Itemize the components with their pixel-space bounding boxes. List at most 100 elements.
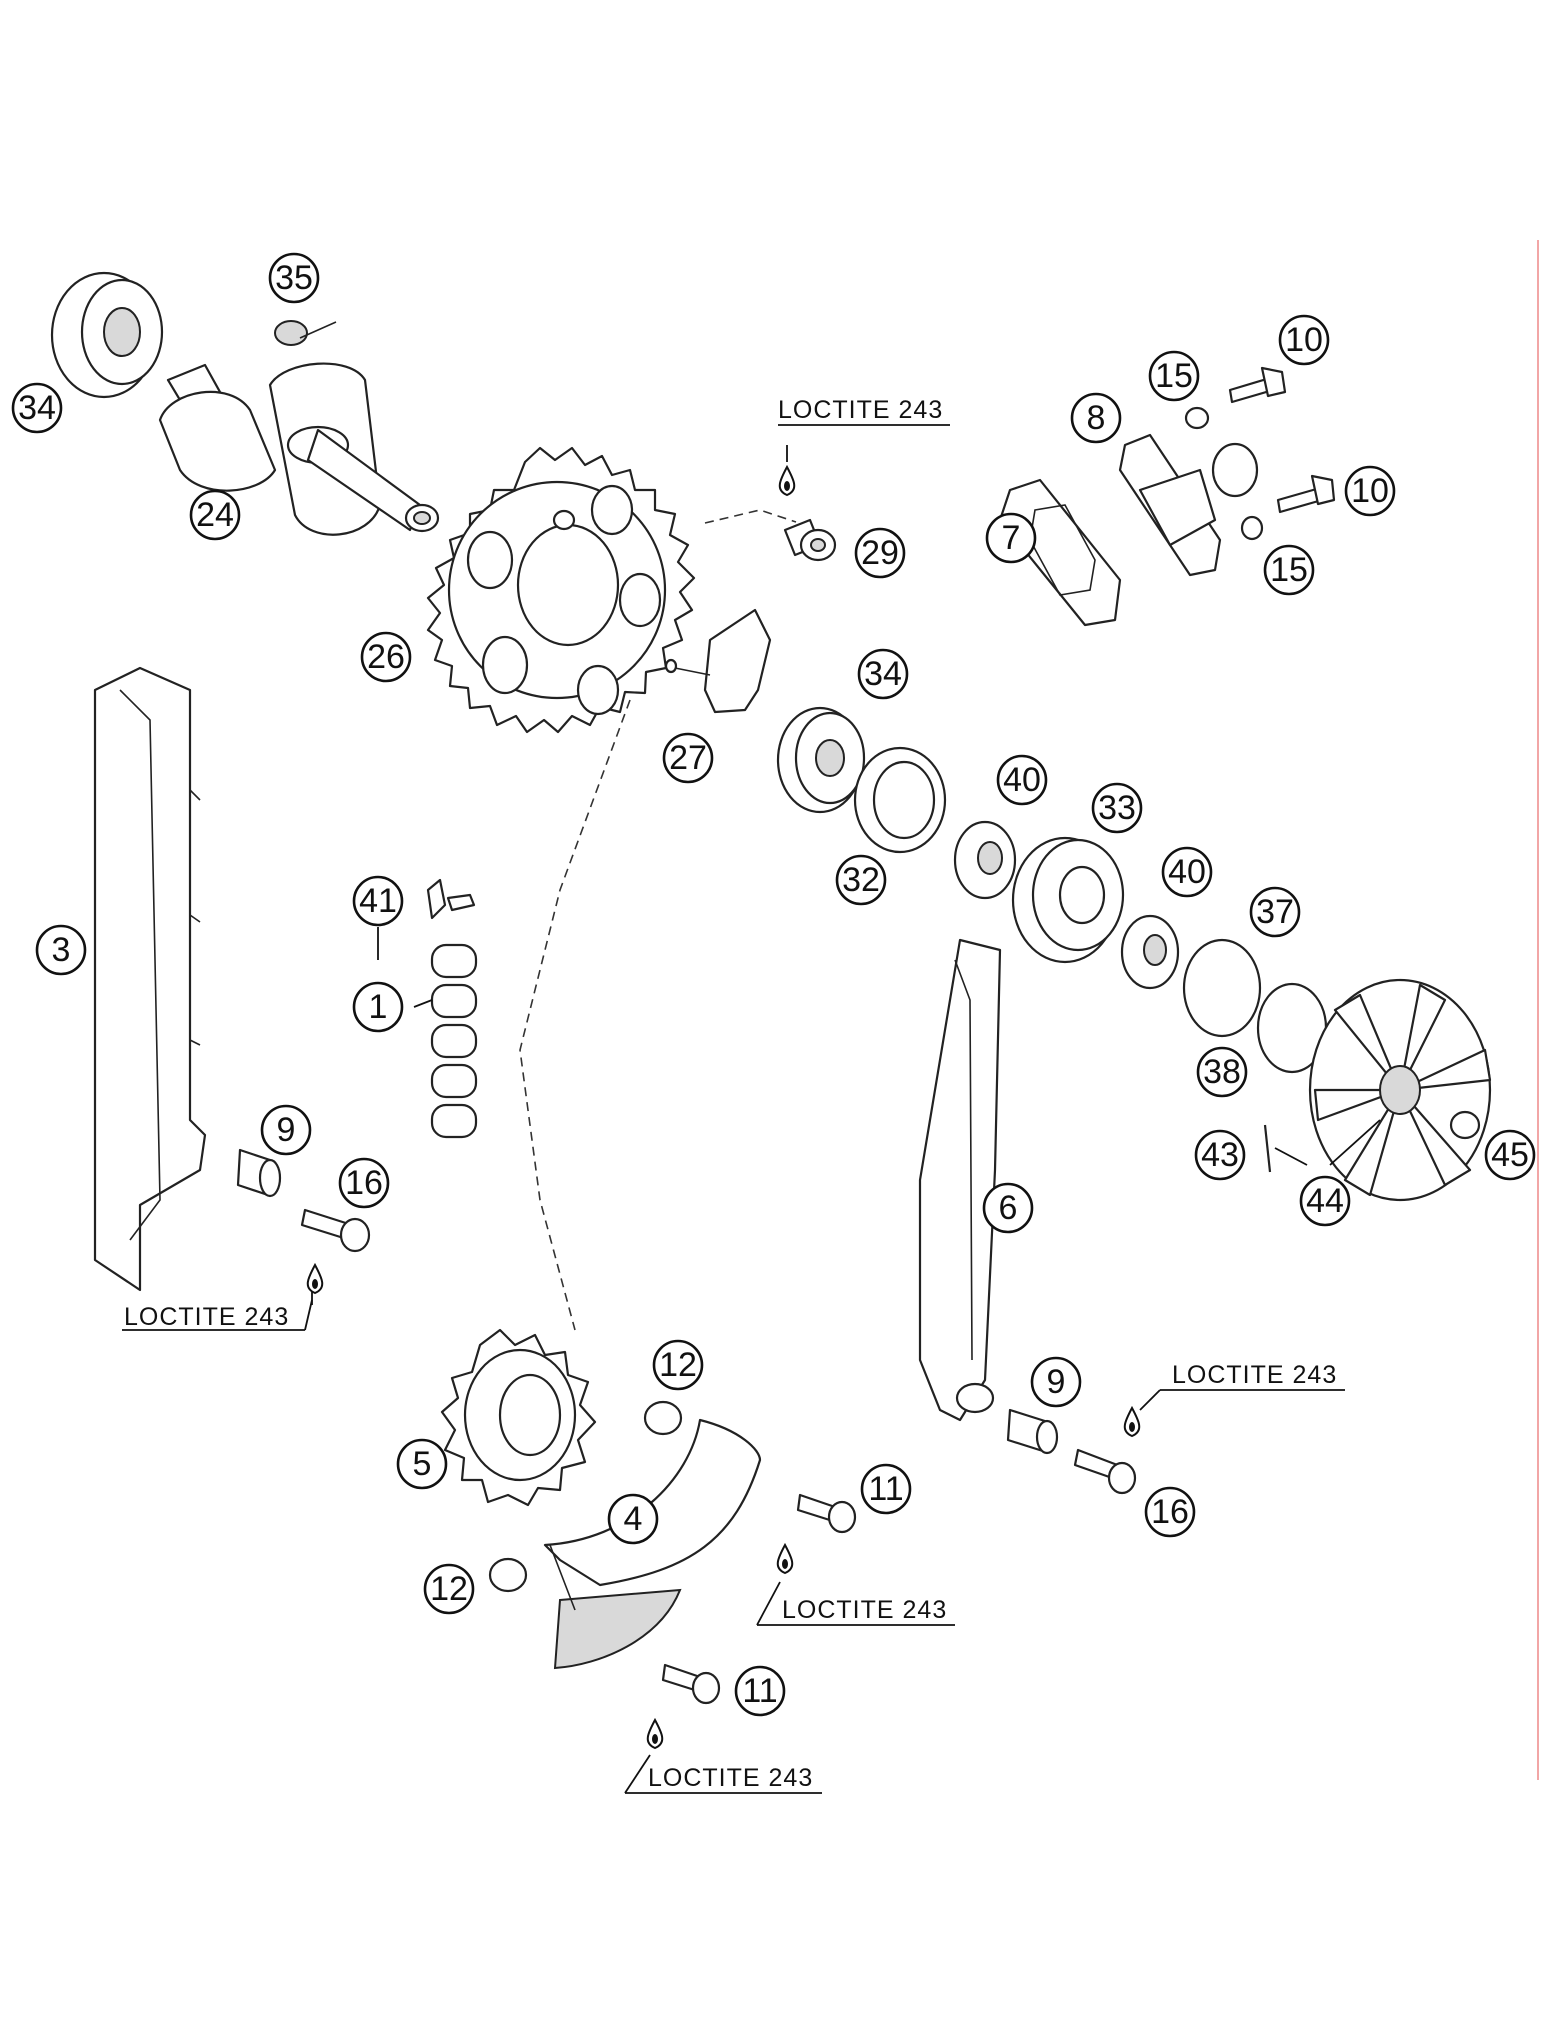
callout-15-top: 15 <box>1148 350 1200 402</box>
callout-35: 35 <box>268 252 320 304</box>
svg-text:32: 32 <box>842 861 880 899</box>
svg-text:6: 6 <box>999 1189 1018 1227</box>
water-pump-wheel-33 <box>1011 836 1125 964</box>
svg-text:12: 12 <box>430 1570 468 1608</box>
callout-41: 41 <box>352 875 404 927</box>
callout-34-mid: 34 <box>857 648 909 700</box>
bolt-11-upper <box>796 1493 857 1534</box>
chain-guide-3 <box>93 666 207 1292</box>
loctite-label-top: LOCTITE 243 <box>778 396 943 424</box>
callout-27: 27 <box>662 732 714 784</box>
bushing-12-lower <box>488 1557 528 1593</box>
sprocket-bolt-29 <box>783 518 837 562</box>
callout-9-left: 9 <box>260 1104 312 1156</box>
svg-text:10: 10 <box>1285 321 1323 359</box>
tensioner-bolt-10-top <box>1228 366 1287 404</box>
o-ring-37 <box>1182 938 1262 1038</box>
callout-43: 43 <box>1194 1129 1246 1181</box>
svg-text:38: 38 <box>1203 1053 1241 1091</box>
svg-text:12: 12 <box>659 1346 697 1384</box>
svg-text:4: 4 <box>624 1500 643 1538</box>
bearing-34-top <box>50 271 164 399</box>
callout-45: 45 <box>1484 1129 1536 1181</box>
chain-link-41 <box>426 878 476 920</box>
callout-3: 3 <box>35 924 87 976</box>
svg-text:15: 15 <box>1270 551 1308 589</box>
callout-15-lower: 15 <box>1263 544 1315 596</box>
bolt-16-left <box>300 1208 371 1253</box>
sleeve-9-right <box>1006 1408 1059 1455</box>
callout-12-lower: 12 <box>423 1563 475 1615</box>
bolt-16-right <box>1073 1448 1137 1495</box>
svg-text:44: 44 <box>1306 1182 1344 1220</box>
timing-dowel-35 <box>274 320 337 346</box>
loctite-label-left: LOCTITE 243 <box>124 1303 289 1331</box>
loctite-label-bottom: LOCTITE 243 <box>648 1764 813 1792</box>
svg-text:35: 35 <box>275 259 313 297</box>
camshaft-24 <box>158 362 440 536</box>
chain-guide-4 <box>543 1418 762 1670</box>
camshaft-sprocket-26 <box>426 446 696 734</box>
decompression-weight-27 <box>664 608 772 714</box>
svg-text:24: 24 <box>196 496 234 534</box>
callout-4: 4 <box>607 1493 659 1545</box>
svg-text:9: 9 <box>1047 1363 1066 1401</box>
loctite-note-mid: LOCTITE 243 <box>756 1542 955 1626</box>
callout-26: 26 <box>360 631 412 683</box>
svg-text:34: 34 <box>864 655 902 693</box>
callout-12-top: 12 <box>652 1339 704 1391</box>
alignment-line-top <box>704 509 797 524</box>
loctite-note-top: LOCTITE 243 <box>778 396 950 497</box>
callout-1: 1 <box>352 981 404 1033</box>
bearing-40-a <box>953 820 1017 900</box>
svg-text:11: 11 <box>742 1672 777 1710</box>
svg-text:37: 37 <box>1256 893 1294 931</box>
tensioner-bolt-10-lower <box>1276 474 1336 514</box>
svg-text:40: 40 <box>1168 853 1206 891</box>
callout-10-lower: 10 <box>1344 465 1396 517</box>
callout-5: 5 <box>396 1438 448 1490</box>
svg-text:27: 27 <box>669 739 707 777</box>
svg-text:45: 45 <box>1491 1136 1529 1174</box>
callout-29: 29 <box>854 527 906 579</box>
tensioner-rail-6 <box>918 938 1002 1422</box>
callout-40-b: 40 <box>1161 846 1213 898</box>
callout-6: 6 <box>982 1182 1034 1234</box>
svg-text:8: 8 <box>1087 399 1106 437</box>
callout-34: 34 <box>11 382 63 434</box>
svg-text:3: 3 <box>52 931 71 969</box>
crankshaft-sprocket-5 <box>440 1328 597 1507</box>
washer-15-lower <box>1240 515 1264 541</box>
svg-text:40: 40 <box>1003 761 1041 799</box>
callout-11-lower: 11 <box>734 1665 786 1717</box>
svg-text:5: 5 <box>413 1445 432 1483</box>
shim-32 <box>853 746 947 854</box>
loctite-note-right: LOCTITE 243 <box>1123 1361 1345 1438</box>
bearing-34-mid <box>776 706 866 814</box>
svg-text:41: 41 <box>359 882 397 920</box>
bolt-11-lower <box>661 1663 721 1705</box>
svg-text:16: 16 <box>345 1164 383 1202</box>
loctite-label-right: LOCTITE 243 <box>1172 1361 1337 1389</box>
circlip-45 <box>1449 1110 1481 1140</box>
svg-text:43: 43 <box>1201 1136 1239 1174</box>
svg-text:33: 33 <box>1098 789 1136 827</box>
bearing-40-b <box>1120 914 1180 990</box>
callout-40-a: 40 <box>996 754 1048 806</box>
timing-chain-1 <box>430 943 478 1139</box>
callout-7: 7 <box>985 512 1037 564</box>
impeller-44 <box>1308 978 1492 1202</box>
callout-38: 38 <box>1196 1046 1248 1098</box>
svg-text:1: 1 <box>369 988 388 1026</box>
callout-16-right: 16 <box>1144 1486 1196 1538</box>
svg-text:34: 34 <box>18 389 56 427</box>
loctite-note-bottom: LOCTITE 243 <box>624 1717 822 1794</box>
callout-44: 44 <box>1299 1175 1351 1227</box>
pin-43 <box>1263 1124 1272 1173</box>
callout-33: 33 <box>1091 782 1143 834</box>
svg-text:11: 11 <box>868 1470 903 1508</box>
svg-text:15: 15 <box>1155 357 1193 395</box>
svg-text:10: 10 <box>1351 472 1389 510</box>
sleeve-9-left <box>236 1148 282 1198</box>
